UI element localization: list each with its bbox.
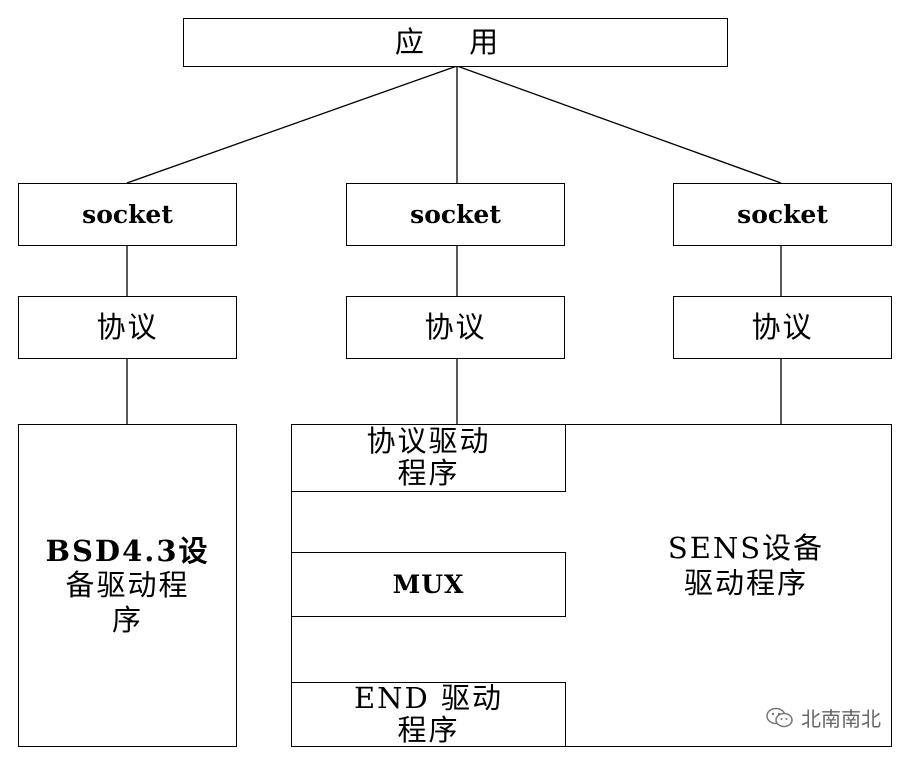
socket-label: socket [82, 200, 173, 229]
end-driver-line-2: 程序 [397, 712, 460, 747]
protocol-driver-box: 协议驱动 程序 [291, 424, 566, 492]
protocol-label: 协议 [424, 310, 487, 345]
app-box: 应 用 [183, 18, 728, 67]
socket-box-2: socket [346, 183, 565, 246]
sens-driver-line-1: SENS设备 [667, 531, 825, 566]
end-driver-line-1: END 驱动 [353, 680, 503, 715]
link-app-socket-3 [456, 65, 782, 184]
protocol-box-1: 协议 [18, 296, 237, 359]
bsd-driver-line-2: 备驱动程 [65, 568, 190, 603]
bsd-driver-line-1: BSD4.3设 [45, 534, 210, 569]
bsd-driver-line-3: 序 [111, 602, 143, 637]
app-label: 应 用 [394, 25, 517, 60]
socket-box-1: socket [18, 183, 237, 246]
protocol-box-2: 协议 [346, 296, 565, 359]
protocol-label: 协议 [96, 310, 159, 345]
protocol-driver-line-1: 协议驱动 [366, 424, 491, 459]
watermark: 北南南北 [765, 703, 881, 732]
sens-driver-line-2: 驱动程序 [683, 565, 808, 600]
protocol-box-3: 协议 [673, 296, 892, 359]
wechat-icon [766, 707, 793, 727]
link-app-socket-1 [126, 65, 458, 184]
bsd-driver-box: BSD4.3设 备驱动程 序 [18, 424, 237, 747]
watermark-text: 北南南北 [801, 707, 881, 731]
socket-label: socket [737, 200, 828, 229]
protocol-driver-line-2: 程序 [397, 456, 460, 490]
sens-driver-text: SENS设备 驱动程序 [601, 531, 891, 599]
mux-label: MUX [392, 570, 465, 599]
protocol-label: 协议 [751, 310, 814, 345]
end-driver-box: END 驱动 程序 [291, 682, 566, 747]
socket-label: socket [410, 200, 501, 229]
socket-box-3: socket [673, 183, 892, 246]
mux-box: MUX [291, 552, 566, 617]
